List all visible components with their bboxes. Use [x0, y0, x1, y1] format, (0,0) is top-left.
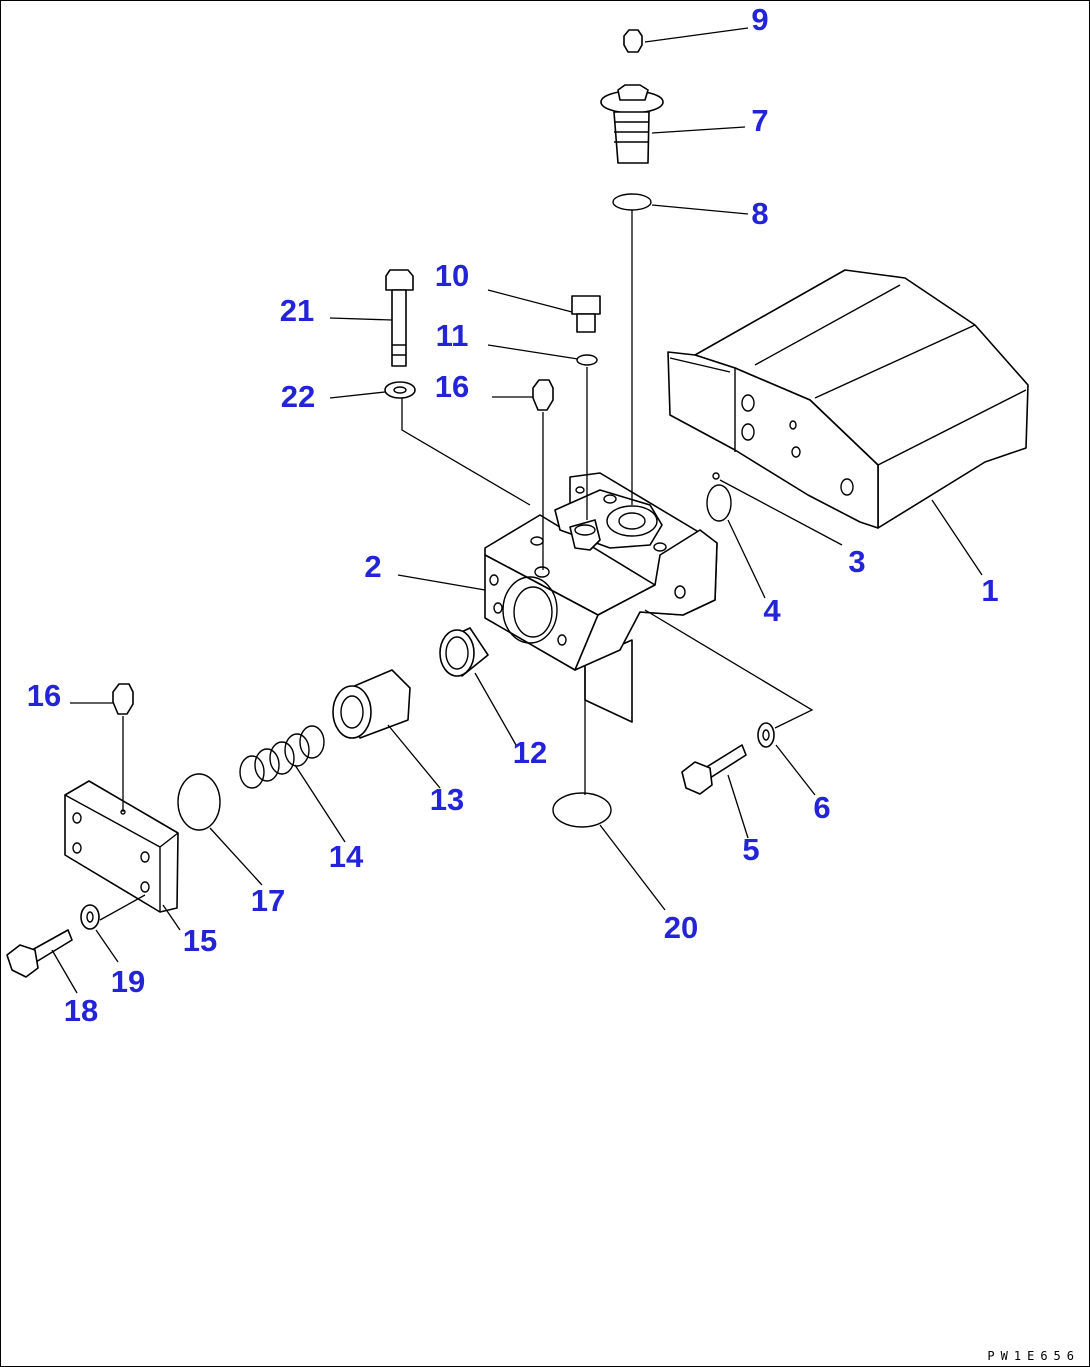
part-2-valve-body	[484, 472, 718, 723]
part-20-o-ring	[552, 792, 612, 828]
part-4-o-ring	[706, 484, 732, 522]
part-5-bolt	[681, 744, 747, 795]
callout-19: 19	[111, 964, 145, 999]
part-11-o-ring	[576, 354, 598, 366]
callout-22: 22	[281, 379, 315, 414]
callout-21: 21	[280, 293, 314, 328]
part-7-plug	[600, 84, 664, 164]
callout-11: 11	[436, 318, 469, 353]
part-19-washer	[80, 904, 100, 930]
callout-9: 9	[751, 2, 768, 37]
leader-lines	[51, 27, 983, 994]
part-13-spool	[332, 669, 411, 739]
callout-14: 14	[329, 839, 364, 874]
callout-1: 1	[981, 573, 998, 608]
callout-18: 18	[64, 993, 98, 1028]
part-22-washer	[384, 381, 416, 399]
callout-3: 3	[848, 544, 865, 579]
callout-16-lower: 16	[27, 678, 61, 713]
part-15-cover	[64, 780, 179, 913]
callout-numbers: 1 2 3 4 5 6 7 8 9 10 11 12 13 14 15 16 1…	[27, 2, 999, 1028]
callout-5: 5	[742, 832, 759, 867]
part-8-o-ring	[612, 193, 652, 211]
part-6-washer	[757, 722, 775, 748]
part-14-spring	[239, 725, 325, 789]
part-3-small-o-ring	[712, 472, 720, 480]
callout-20: 20	[664, 910, 698, 945]
callout-6: 6	[813, 790, 830, 825]
callout-12: 12	[513, 735, 547, 770]
callout-17: 17	[251, 883, 285, 918]
callout-10: 10	[435, 258, 469, 293]
callout-4: 4	[763, 593, 781, 628]
drawing-code: PW1E656	[987, 1349, 1080, 1363]
assembly-center-lines	[122, 210, 814, 812]
part-16-plug-upper	[532, 379, 554, 411]
part-18-bolt	[6, 929, 73, 978]
part-12-seat	[439, 627, 489, 677]
callout-2: 2	[364, 549, 381, 584]
callout-7: 7	[751, 103, 768, 138]
callout-15: 15	[183, 923, 217, 958]
part-21-long-bolt	[385, 269, 414, 367]
part-10-plug	[571, 295, 601, 333]
callout-16-upper: 16	[435, 369, 469, 404]
callout-13: 13	[430, 782, 464, 817]
part-9-cap	[623, 29, 643, 53]
part-16-plug-lower	[112, 683, 134, 715]
part-1-housing	[667, 269, 1029, 529]
callout-8: 8	[751, 196, 768, 231]
part-17-o-ring	[177, 773, 221, 831]
